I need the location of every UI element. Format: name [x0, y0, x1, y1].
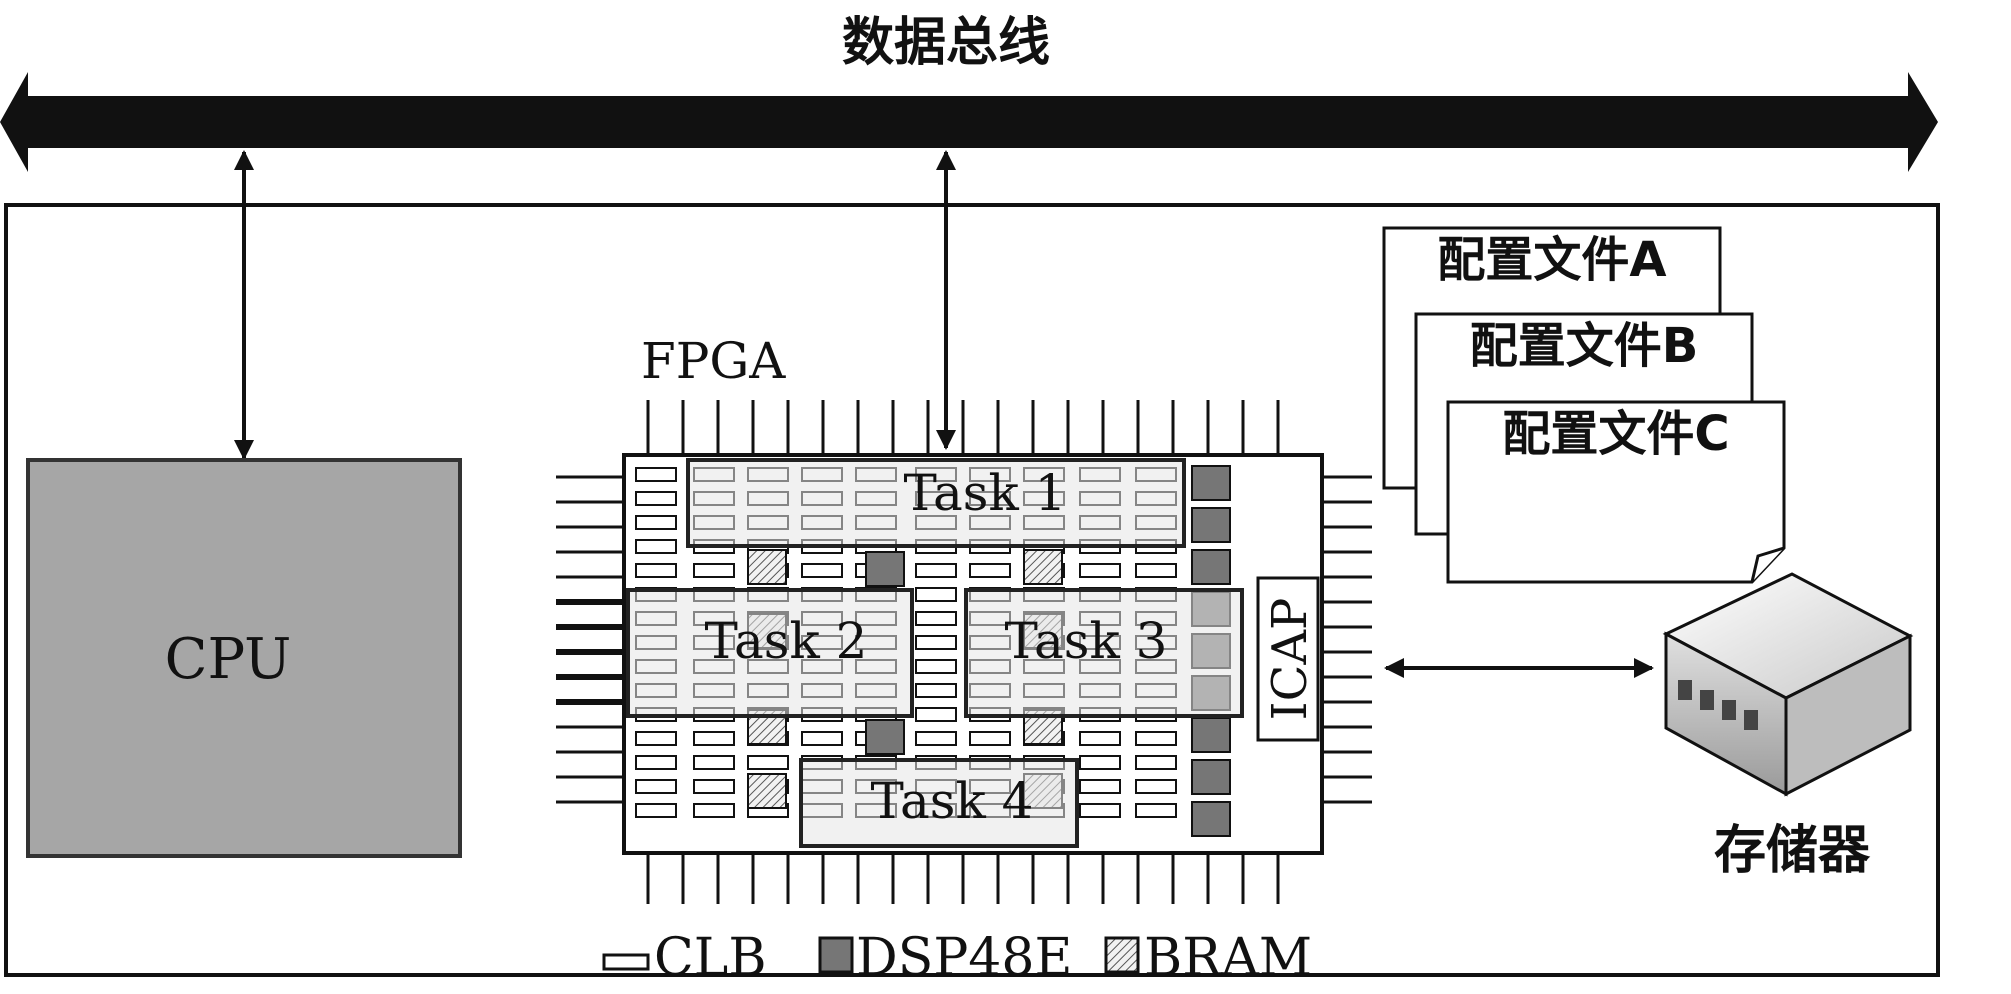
clb-tile [969, 563, 1011, 578]
clb-tile [635, 467, 677, 482]
dsp-tile [1191, 465, 1231, 501]
fpga-label: FPGA [641, 332, 786, 390]
clb-tile [1135, 755, 1177, 770]
task-2-label: Task 2 [705, 612, 868, 670]
clb-tile [693, 803, 735, 818]
clb-tile [1135, 563, 1177, 578]
clb-tile [915, 611, 957, 626]
task-3-label: Task 3 [1005, 612, 1168, 670]
clb-tile [635, 803, 677, 818]
clb-tile [635, 563, 677, 578]
clb-tile [915, 683, 957, 698]
clb-tile [915, 587, 957, 602]
task-1-label: Task 1 [904, 464, 1067, 522]
clb-tile [1135, 731, 1177, 746]
dsp-tile [865, 719, 905, 755]
clb-tile [1079, 779, 1121, 794]
dsp-tile [1191, 507, 1231, 543]
task-3-region: Task 3 [964, 588, 1244, 718]
fpga-pins [556, 400, 1372, 904]
bram-tile [1023, 549, 1063, 585]
dsp-tile [1191, 549, 1231, 585]
legend: CLB DSP48E BRAM [602, 928, 1312, 988]
task-4-region: Task 4 [799, 758, 1079, 848]
dsp-tile [1191, 801, 1231, 837]
clb-tile [1135, 803, 1177, 818]
dsp-tile [1191, 717, 1231, 753]
storage-device: 存储器 [1662, 572, 1914, 881]
fpga-chip: FPGA Task 1 Task 2 Task 3 Task 4 ICAP [556, 332, 1372, 904]
clb-tile [693, 779, 735, 794]
clb-tile [1079, 731, 1121, 746]
legend-bram-label: BRAM [1144, 928, 1312, 988]
clb-tile [693, 563, 735, 578]
clb-tile [635, 491, 677, 506]
storage-drive-slots [1678, 680, 1758, 730]
clb-tile [915, 707, 957, 722]
bram-tile [747, 773, 787, 809]
icap-label: ICAP [1262, 598, 1318, 721]
config-file-c-label: 配置文件C [1502, 406, 1729, 462]
cpu-block: CPU [26, 458, 462, 858]
cpu-label: CPU [165, 627, 292, 692]
task-4-label: Task 4 [871, 772, 1034, 830]
task-2-region: Task 2 [626, 588, 914, 718]
legend-clb-label: CLB [654, 928, 767, 988]
legend-dsp48e-swatch [818, 936, 854, 974]
clb-tile [915, 563, 957, 578]
bram-tile [747, 549, 787, 585]
clb-tile [1135, 779, 1177, 794]
clb-tile [1079, 755, 1121, 770]
dsp-tile [1191, 759, 1231, 795]
clb-tile [1079, 563, 1121, 578]
legend-bram-swatch [1104, 936, 1140, 974]
clb-tile [635, 755, 677, 770]
config-file-a-label: 配置文件A [1437, 232, 1666, 288]
icap-block: ICAP [1256, 576, 1320, 742]
data-bus [0, 72, 1938, 172]
clb-tile [635, 515, 677, 530]
clb-tile [969, 731, 1011, 746]
clb-tile [635, 539, 677, 554]
dsp-tile [865, 551, 905, 587]
clb-tile [747, 755, 789, 770]
storage-label: 存储器 [1714, 821, 1871, 881]
task-1-region: Task 1 [686, 458, 1186, 548]
clb-tile [801, 563, 843, 578]
clb-tile [915, 659, 957, 674]
config-file-b-label: 配置文件B [1470, 318, 1699, 374]
clb-tile [1079, 803, 1121, 818]
legend-dsp48e-label: DSP48E [856, 928, 1072, 988]
clb-tile [915, 731, 957, 746]
clb-tile [693, 755, 735, 770]
system-boundary [4, 203, 1940, 977]
legend-clb-swatch [602, 953, 650, 971]
clb-tile [801, 731, 843, 746]
clb-tile [915, 635, 957, 650]
clb-tile [693, 731, 735, 746]
clb-tile [635, 779, 677, 794]
bus-title: 数据总线 [842, 13, 1050, 73]
config-file-c: 配置文件C [1446, 400, 1786, 584]
clb-tile [635, 731, 677, 746]
